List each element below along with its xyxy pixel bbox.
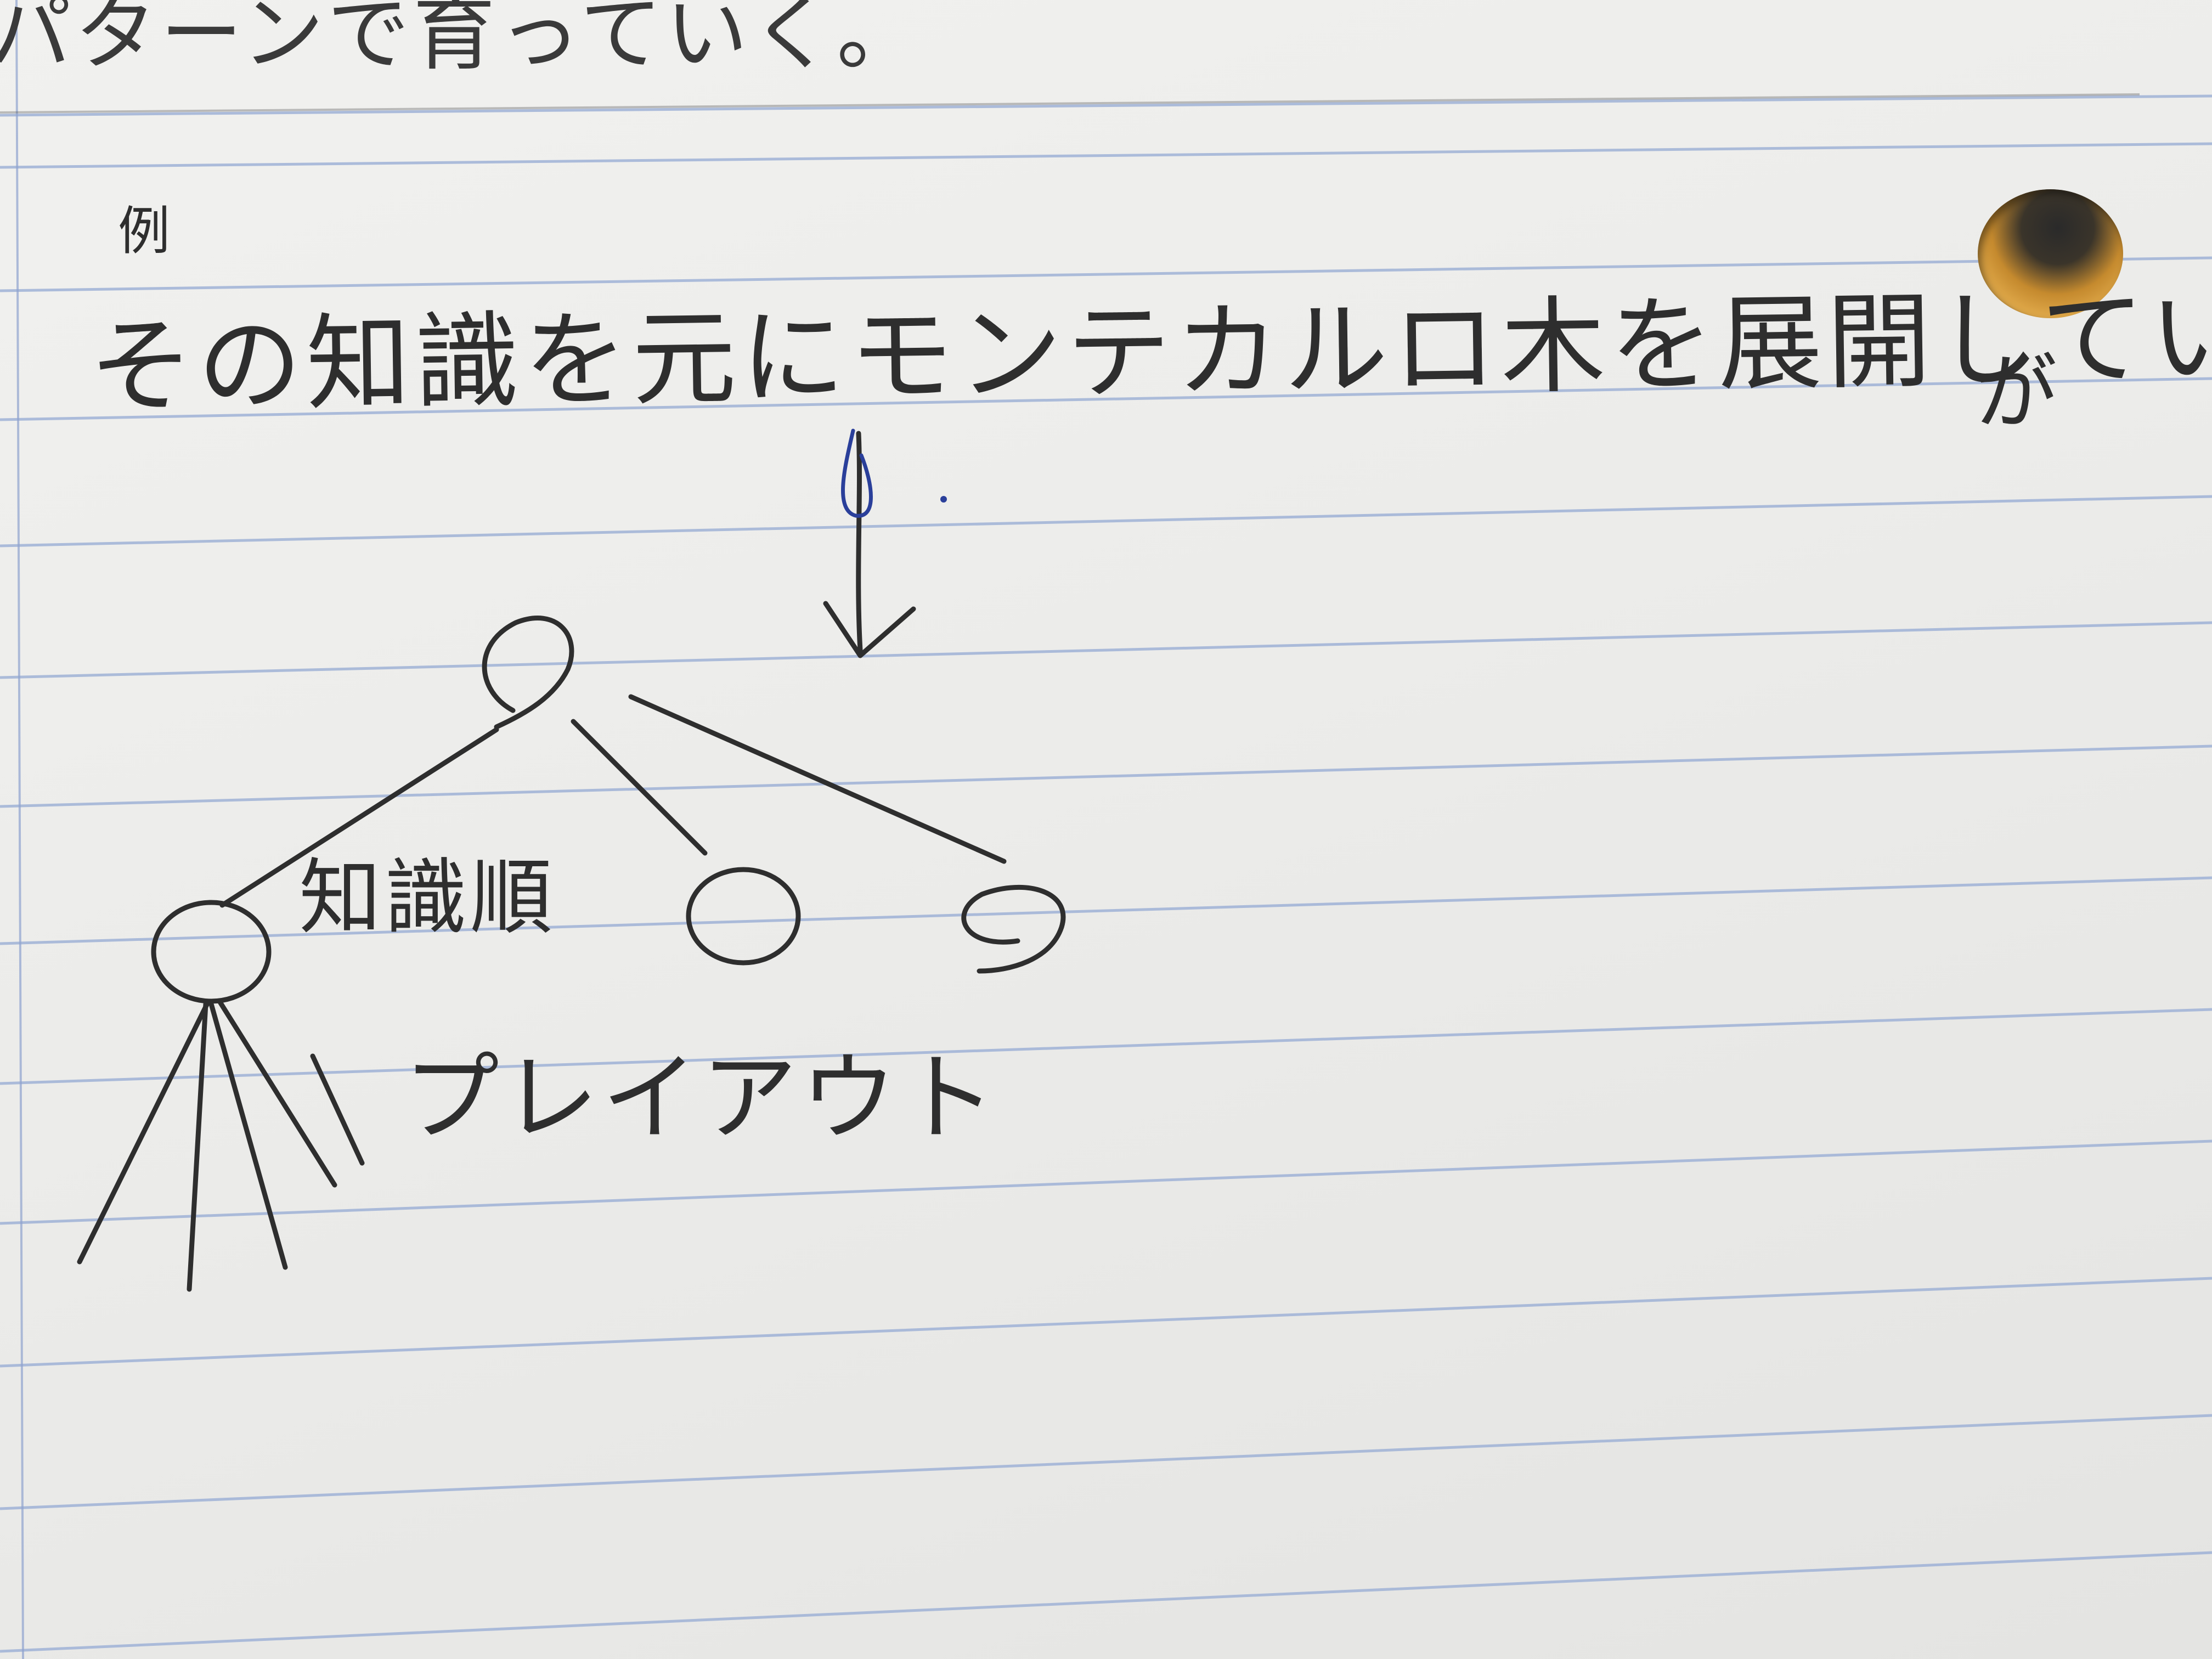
- handwritten-trailing-text: が: [1975, 346, 2061, 441]
- handwritten-top-partial-text: パターンで育っていく。: [0, 0, 923, 82]
- playout-line-5: [310, 1053, 365, 1166]
- ink-dot: [940, 496, 947, 503]
- handwritten-small-mark: 例: [118, 201, 174, 262]
- edge-root-right: [628, 694, 1007, 864]
- edge-root-middle: [571, 719, 708, 856]
- playout-line-3: [208, 1001, 288, 1270]
- handwritten-playout-label: プレイアウト: [403, 1043, 999, 1154]
- down-arrow-shaft: [856, 431, 863, 653]
- playout-line-4: [217, 998, 337, 1188]
- binder-hole: [1978, 189, 2123, 318]
- playout-line-2: [187, 1001, 208, 1292]
- child-node-left: [151, 900, 272, 1004]
- root-node: [482, 616, 574, 730]
- child-node-middle: [686, 867, 801, 966]
- playout-line-1: [77, 998, 211, 1265]
- child-node-right: [961, 885, 1066, 974]
- down-arrow-head: [823, 601, 916, 658]
- blue-ink-stroke: [841, 428, 873, 518]
- handwritten-edge-label: 知識順: [299, 850, 556, 946]
- edge-root-left: [219, 727, 499, 908]
